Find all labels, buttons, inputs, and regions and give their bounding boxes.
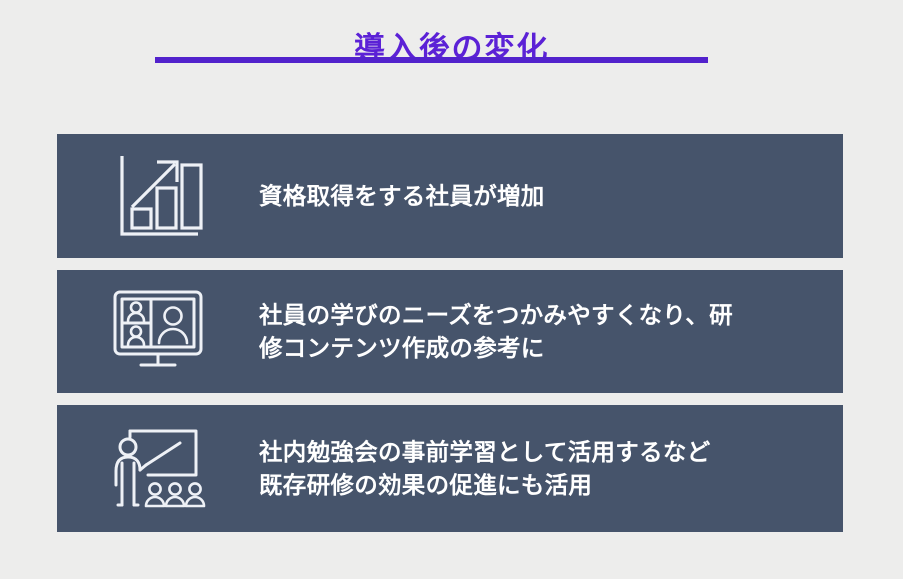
bar-chart-growth-icon — [57, 134, 259, 258]
card-text-line: 社内勉強会の事前学習として活用するなど — [259, 439, 711, 466]
list-item: 資格取得をする社員が増加 — [57, 134, 843, 258]
list-item: 社内勉強会の事前学習として活用するなど 既存研修の効果の促進にも活用 — [57, 405, 843, 532]
cards-list: 資格取得をする社員が増加 — [57, 134, 843, 532]
card-text-line: 既存研修の効果の促進にも活用 — [259, 471, 593, 498]
presenter-whiteboard-audience-icon — [57, 405, 259, 532]
list-item: 社員の学びのニーズをつかみやすくなり、研 修コンテンツ作成の参考に — [57, 270, 843, 393]
card-text-line: 社員の学びのニーズをつかみやすくなり、研 — [259, 302, 733, 329]
video-conference-monitor-icon — [57, 270, 259, 393]
title-underline-rule — [155, 57, 708, 63]
card-text: 社員の学びのニーズをつかみやすくなり、研 修コンテンツ作成の参考に — [259, 299, 843, 364]
card-text-line: 修コンテンツ作成の参考に — [259, 334, 545, 361]
card-text: 資格取得をする社員が増加 — [259, 180, 843, 212]
card-text: 社内勉強会の事前学習として活用するなど 既存研修の効果の促進にも活用 — [259, 436, 843, 501]
card-text-line: 資格取得をする社員が増加 — [259, 182, 545, 209]
